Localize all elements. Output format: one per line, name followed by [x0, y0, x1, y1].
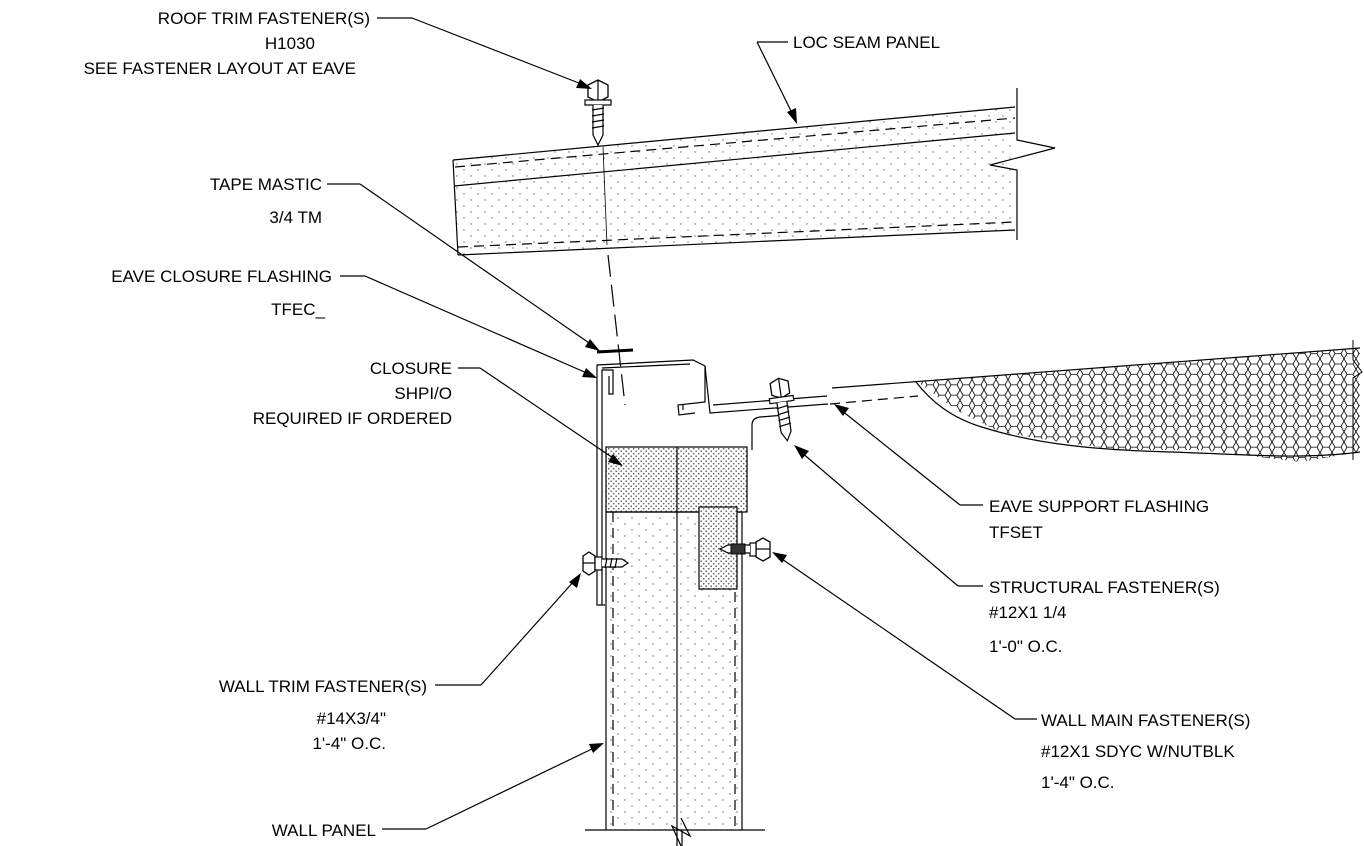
- label-roof-trim-fastener: ROOF TRIM FASTENER(S) H1030 SEE FASTENER…: [84, 9, 370, 78]
- leader-wall-trim-fastener: [435, 573, 581, 686]
- eave-closure-flashing-part: TFEC_: [271, 300, 325, 319]
- roof-trim-fastener-title: ROOF TRIM FASTENER(S): [158, 9, 370, 28]
- eave-support-flashing-title: EAVE SUPPORT FLASHING: [989, 497, 1209, 516]
- insulation-batt: [831, 340, 1363, 462]
- leader-eave-closure-flashing: [340, 275, 597, 378]
- closure-title: CLOSURE: [370, 359, 452, 378]
- closure-block: [605, 446, 748, 513]
- closure-part: SHPI/O: [394, 384, 452, 403]
- wall-trim-fastener-icon: [582, 551, 630, 576]
- wall-trim-fastener-title: WALL TRIM FASTENER(S): [219, 677, 427, 696]
- leader-roof-trim-fastener: [377, 17, 592, 89]
- label-tape-mastic: TAPE MASTIC 3/4 TM: [210, 175, 322, 227]
- label-wall-trim-fastener: WALL TRIM FASTENER(S) #14X3/4" 1'-4" O.C…: [219, 677, 427, 753]
- leader-eave-support-flashing: [834, 404, 983, 506]
- structural-fastener-part: #12X1 1/4: [989, 603, 1067, 622]
- leader-wall-main-fastener: [772, 552, 1037, 720]
- label-wall-panel: WALL PANEL: [272, 821, 376, 840]
- wall-trim-fastener-spacing: 1'-4" O.C.: [312, 734, 386, 753]
- eave-support-flashing-part: TFSET: [989, 523, 1043, 542]
- roof-trim-fastener-part: H1030: [265, 34, 315, 53]
- loc-seam-panel: [452, 88, 1056, 256]
- wall-trim-fastener-part: #14X3/4": [317, 709, 386, 728]
- label-closure: CLOSURE SHPI/O REQUIRED IF ORDERED: [253, 359, 452, 428]
- label-structural-fastener: STRUCTURAL FASTENER(S) #12X1 1/4 1'-0" O…: [989, 578, 1220, 656]
- structural-fastener-title: STRUCTURAL FASTENER(S): [989, 578, 1220, 597]
- wall-main-fastener-part: #12X1 SDYC W/NUTBLK: [1041, 742, 1235, 761]
- roof-fastener-icon: [584, 79, 612, 147]
- wall-main-fastener-icon: [718, 537, 771, 562]
- eave-support-flashing: [704, 365, 919, 450]
- roof-trim-fastener-note: SEE FASTENER LAYOUT AT EAVE: [84, 59, 356, 78]
- eave-closure-flashing-title: EAVE CLOSURE FLASHING: [111, 267, 332, 286]
- wall-main-fastener-title: WALL MAIN FASTENER(S): [1041, 711, 1250, 730]
- tape-mastic-part: 3/4 TM: [269, 208, 322, 227]
- label-loc-seam-panel: LOC SEAM PANEL: [793, 33, 940, 52]
- leader-structural-fastener: [794, 445, 983, 587]
- label-eave-support-flashing: EAVE SUPPORT FLASHING TFSET: [989, 497, 1209, 542]
- wall-main-fastener-spacing: 1'-4" O.C.: [1041, 773, 1115, 792]
- leader-closure: [458, 367, 623, 466]
- structural-fastener-icon: [768, 377, 795, 442]
- label-wall-main-fastener: WALL MAIN FASTENER(S) #12X1 SDYC W/NUTBL…: [1041, 711, 1250, 792]
- leader-wall-panel: [382, 743, 604, 830]
- leader-tape-mastic: [327, 183, 600, 351]
- closure-note: REQUIRED IF ORDERED: [253, 409, 452, 428]
- structural-fastener-spacing: 1'-0" O.C.: [989, 637, 1063, 656]
- label-eave-closure-flashing: EAVE CLOSURE FLASHING TFEC_: [111, 267, 332, 319]
- leader-loc-seam-panel: [756, 41, 797, 124]
- tape-mastic-title: TAPE MASTIC: [210, 175, 322, 194]
